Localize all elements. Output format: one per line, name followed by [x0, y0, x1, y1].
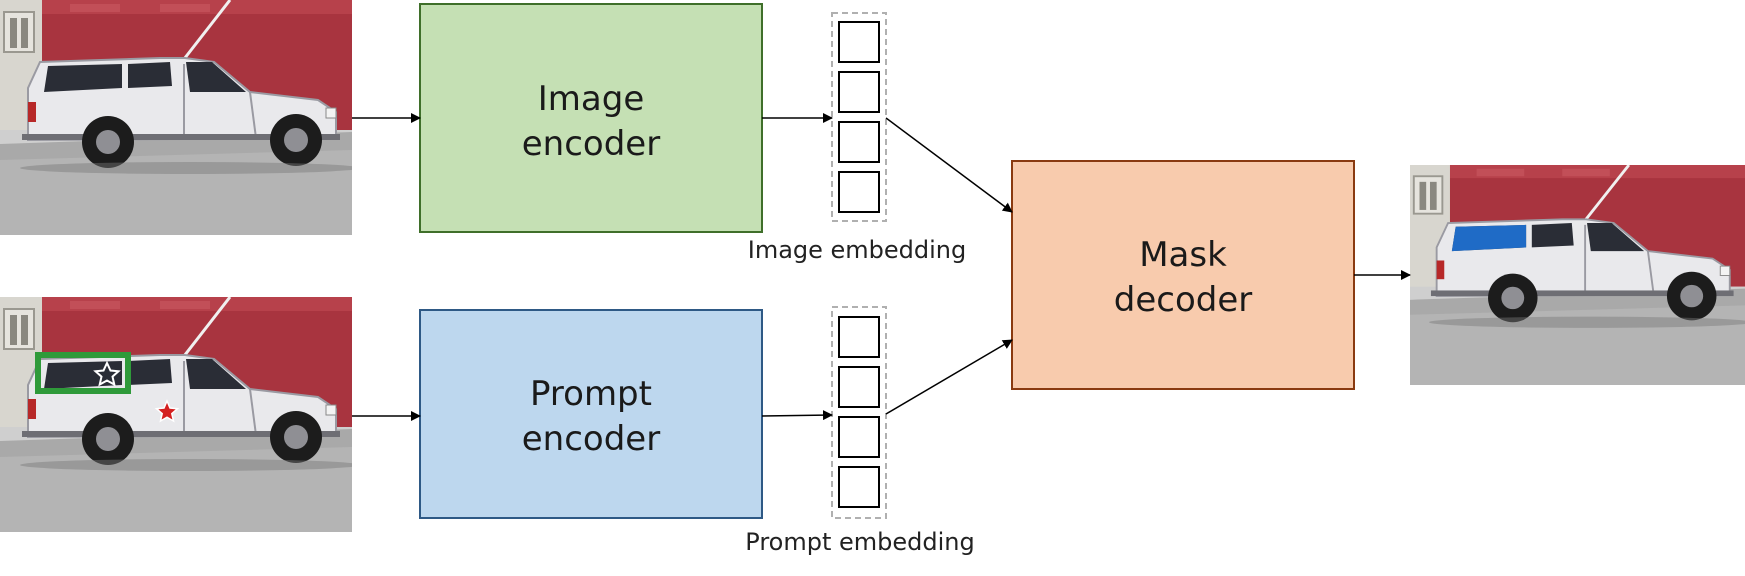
embedding-token: [838, 316, 880, 358]
prompt-encoder-label-line1: Prompt: [530, 374, 652, 414]
arrow-image-embedding-to-decoder: [885, 117, 1013, 213]
embedding-token: [838, 466, 880, 508]
mask-decoder-label-line1: Mask: [1139, 235, 1227, 275]
embedding-token: [838, 366, 880, 408]
embedding-token: [838, 121, 880, 163]
prompt-embedding-label: Prompt embedding: [745, 528, 974, 556]
bounding-box-icon: [35, 352, 131, 394]
image-embedding-label: Image embedding: [748, 236, 967, 264]
prompt-embedding-stack: [831, 306, 887, 519]
star-icon: [154, 399, 180, 423]
prompt-encoder-label-line2: encoder: [522, 419, 660, 459]
segmentation-mask: [1451, 224, 1527, 252]
prompt-encoder-block: Prompt encoder: [419, 309, 763, 519]
image-encoder-label-line2: encoder: [522, 124, 660, 164]
image-encoder-block: Image encoder: [419, 3, 763, 233]
image-embedding-stack: [831, 12, 887, 222]
mask-decoder-block: Mask decoder: [1011, 160, 1355, 390]
arrow-prompt-embedding-to-decoder: [885, 339, 1013, 415]
arrows: [352, 113, 1411, 421]
embedding-token: [838, 21, 880, 63]
arrow-encoder-to-prompt-embedding: [761, 410, 833, 421]
output-image: [1410, 165, 1745, 385]
embedding-token: [838, 171, 880, 213]
embedding-token: [838, 416, 880, 458]
prompt-image: [0, 297, 352, 532]
mask-decoder-label-line2: decoder: [1114, 280, 1252, 320]
star-icon: [93, 360, 121, 387]
input-image: [0, 0, 352, 235]
embedding-token: [838, 71, 880, 113]
image-encoder-label-line1: Image: [538, 79, 644, 119]
